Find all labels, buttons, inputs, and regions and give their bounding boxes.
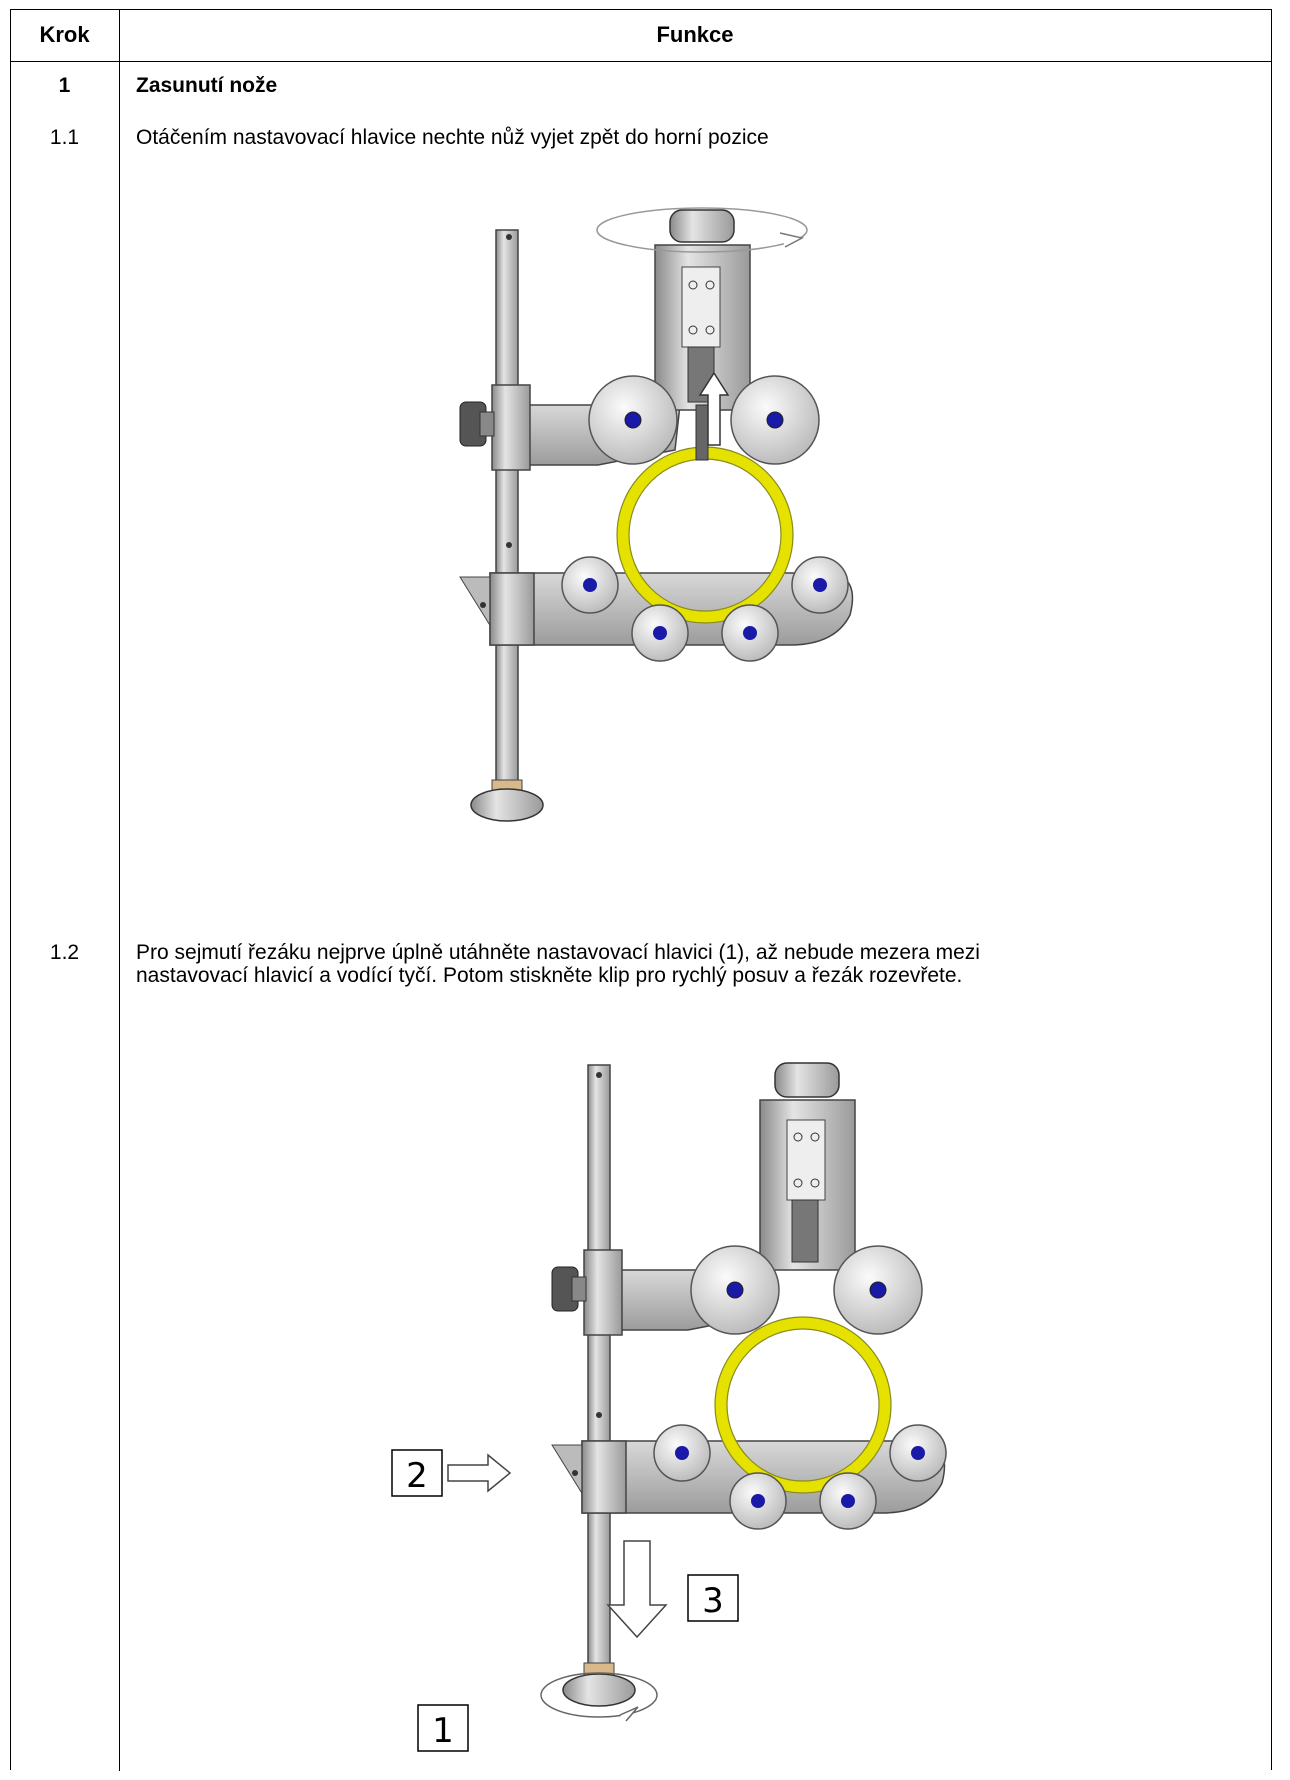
- header-function: Funkce: [656, 22, 734, 47]
- callout-1: 1: [432, 1711, 454, 1751]
- step-text-1-1: Otáčením nastavovací hlavice nechte nůž …: [136, 126, 769, 149]
- callout-2: 2: [406, 1456, 428, 1496]
- cutter-figure-1: [459, 207, 854, 822]
- step-text-1-2-line1: Pro sejmutí řezáku nejprve úplně utáhnět…: [136, 941, 980, 964]
- step-text-1-2-line2: nastavovací hlavicí a vodící tyčí. Potom…: [136, 964, 963, 987]
- header-divider: [10, 61, 1272, 62]
- column-divider: [119, 9, 120, 1771]
- header-step: Krok: [39, 22, 90, 47]
- section-title: Zasunutí nože: [136, 74, 278, 97]
- table-top-border: [10, 9, 1272, 10]
- cutter-figure-2: 2 3 1: [391, 1062, 947, 1752]
- step-number-1-1: 1.1: [49, 126, 80, 149]
- step-number-1-2: 1.2: [49, 941, 80, 964]
- section-number: 1: [58, 74, 71, 97]
- callout-3: 3: [702, 1581, 724, 1621]
